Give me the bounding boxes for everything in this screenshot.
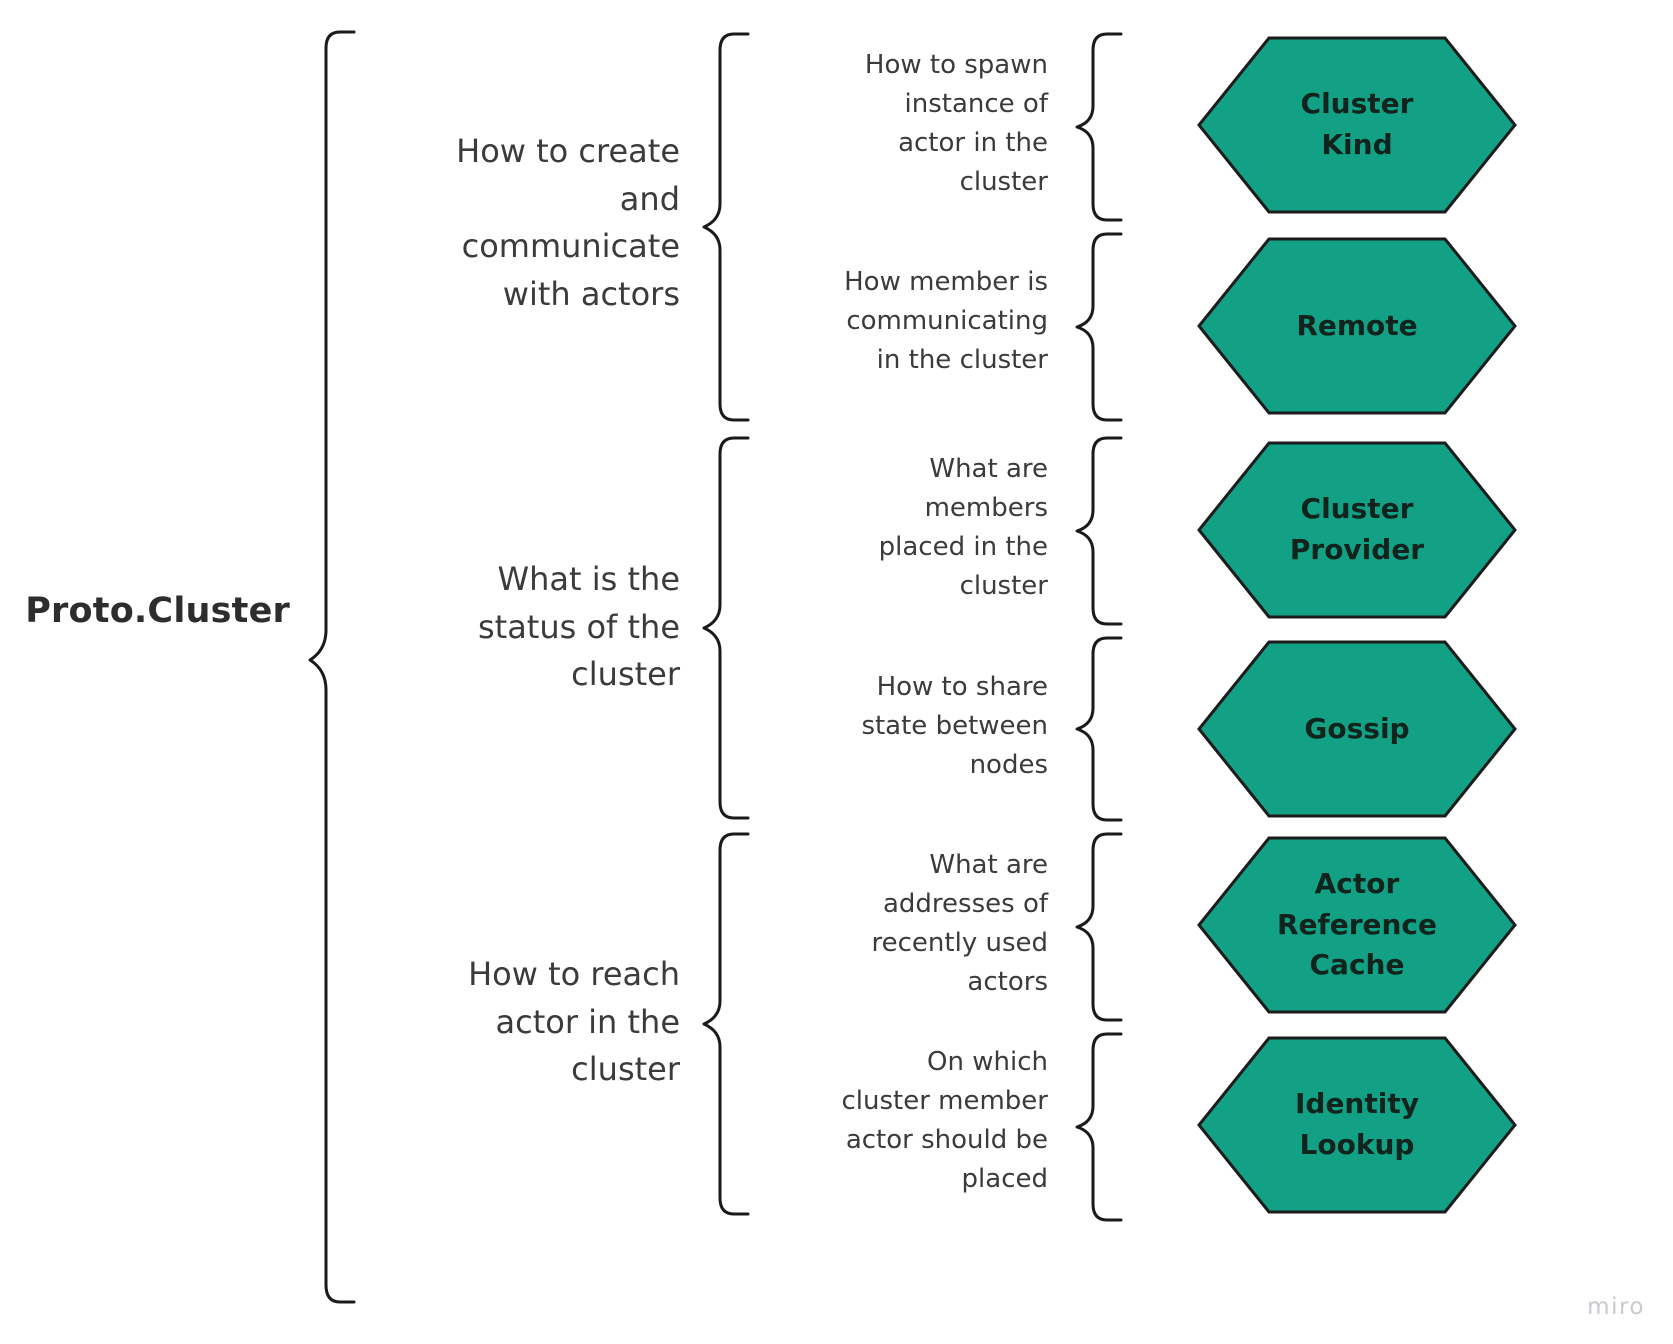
node-hexagon-actor-reference-cache[interactable]: Actor Reference Cache xyxy=(1197,836,1517,1014)
level2-label-0: How to create and communicate with actor… xyxy=(456,132,680,314)
brace-level2-2 xyxy=(690,832,750,1216)
brace-level1-root xyxy=(296,30,356,1305)
hexagon-shape xyxy=(1197,36,1517,214)
level3-label-1: How member is communicating in the clust… xyxy=(844,267,1048,375)
node-hexagon-gossip[interactable]: Gossip xyxy=(1197,640,1517,818)
hexagon-shape xyxy=(1197,640,1517,818)
brace-level3-1 xyxy=(1063,232,1123,422)
level3-label-5: On which cluster member actor should be … xyxy=(841,1047,1048,1194)
brace-level3-0 xyxy=(1063,32,1123,222)
node-hexagon-remote[interactable]: Remote xyxy=(1197,237,1517,415)
hexagon-shape xyxy=(1197,1036,1517,1214)
node-hexagon-identity-lookup[interactable]: Identity Lookup xyxy=(1197,1036,1517,1214)
node-hexagon-cluster-kind[interactable]: Cluster Kind xyxy=(1197,36,1517,214)
brace-level3-2 xyxy=(1063,436,1123,626)
root-node-label: Proto.Cluster xyxy=(25,591,290,631)
level3-label-4: What are addresses of recently used acto… xyxy=(871,850,1048,997)
hexagon-shape xyxy=(1197,836,1517,1014)
brace-level3-3 xyxy=(1063,636,1123,822)
node-hexagon-cluster-provider[interactable]: Cluster Provider xyxy=(1197,441,1517,619)
brace-level3-5 xyxy=(1063,1032,1123,1222)
miro-watermark: miro xyxy=(1587,1294,1645,1320)
brace-level3-4 xyxy=(1063,832,1123,1022)
level3-label-2: What are members placed in the cluster xyxy=(878,454,1048,601)
level3-label-3: How to share state between nodes xyxy=(861,672,1048,780)
level2-label-1: What is the status of the cluster xyxy=(477,560,680,694)
brace-level2-1 xyxy=(690,436,750,820)
level3-label-0: How to spawn instance of actor in the cl… xyxy=(864,50,1048,197)
brace-level2-0 xyxy=(690,32,750,422)
hexagon-shape xyxy=(1197,237,1517,415)
hexagon-shape xyxy=(1197,441,1517,619)
level2-label-2: How to reach actor in the cluster xyxy=(468,955,680,1089)
